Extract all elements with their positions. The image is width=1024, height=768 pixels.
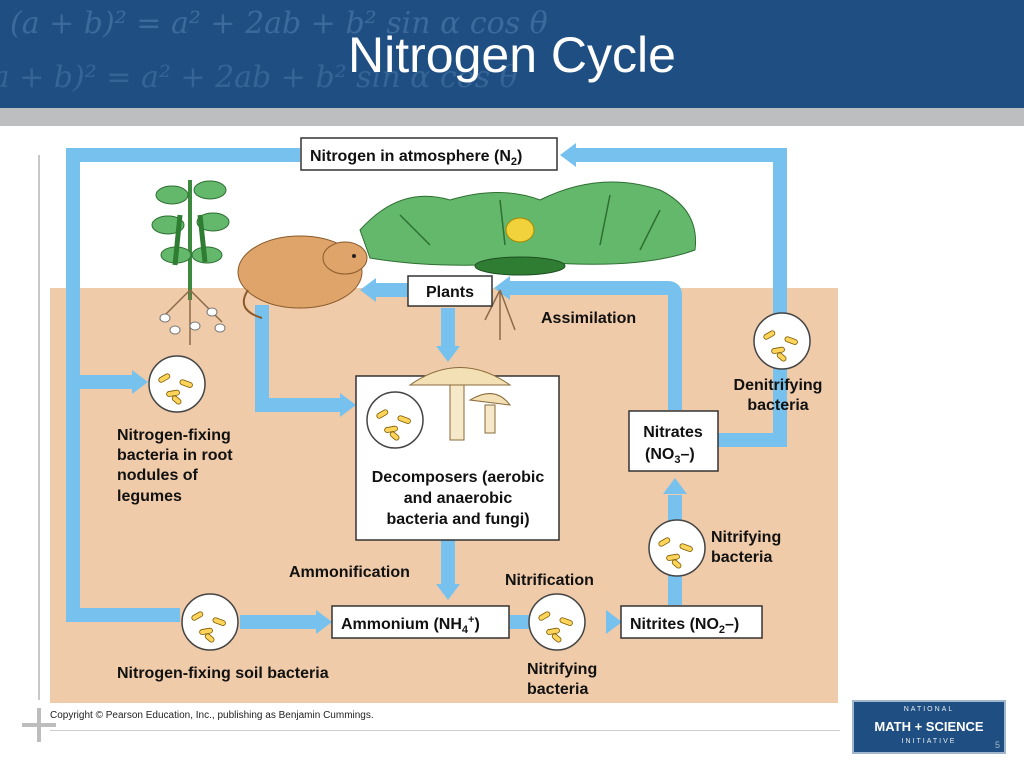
arrowhead-plants [494, 276, 510, 300]
ammonium-box [331, 605, 510, 639]
ammonium-sub: 4 [462, 624, 469, 636]
decomposers-label-1: Decomposers (aerobic [372, 469, 545, 486]
soil-bacteria-icon [181, 593, 239, 651]
left-rule [38, 155, 40, 700]
fixing-soil-label: Nitrogen-fixing soil bacteria [117, 665, 329, 682]
copyright-text: Copyright © Pearson Education, Inc., pub… [50, 710, 374, 721]
plus-ornament [22, 708, 56, 742]
fixing-root-label-1: Nitrogen-fixing [117, 427, 231, 444]
decomposer-bacteria-icon [366, 391, 424, 449]
nitrites-pre: Nitrites (NO [630, 616, 719, 633]
nmsi-logo: NATIONAL MATH + SCIENCE INITIATIVE 5 [852, 700, 1006, 754]
nitrifying-bottom-label-2: bacteria [527, 681, 588, 698]
assimilation-label: Assimilation [541, 310, 636, 327]
nitrifying-right-label-1: Nitrifying [711, 529, 781, 546]
nitrites-post: –) [725, 616, 739, 633]
arrowhead-atmosphere [560, 143, 576, 167]
svg-text:Nitrogen in atmosphere (N2): Nitrogen in atmosphere (N2) [310, 148, 522, 168]
bottom-rule [50, 730, 840, 731]
atmosphere-label: Nitrogen in atmosphere (N [310, 148, 511, 165]
svg-text:Ammonium (NH4+): Ammonium (NH4+) [341, 614, 480, 636]
nitrates-post: –) [680, 446, 694, 463]
arrowhead-ammonium [316, 610, 332, 634]
nitrites-sub: 2 [719, 624, 725, 636]
assimilation-path [510, 281, 682, 410]
arrowhead-root [132, 370, 148, 394]
svg-text:Nitrites (NO2–): Nitrites (NO2–) [630, 616, 739, 636]
decomposers-label-3: bacteria and fungi) [386, 511, 529, 528]
nitrates-label-1: Nitrates [643, 424, 703, 441]
denitrification-path [570, 148, 787, 447]
arrowhead-decomposers-top [436, 346, 460, 362]
header-divider [0, 108, 1024, 126]
slide-number: 5 [994, 740, 1000, 750]
atmosphere-sub: 2 [511, 156, 517, 168]
logo-top-text: NATIONAL [903, 706, 955, 713]
ammonium-pre: Ammonium (NH [341, 616, 462, 633]
denitrifying-label-1: Denitrifying [734, 377, 823, 394]
logo-middle-text: MATH + SCIENCE [874, 719, 984, 734]
plants-label: Plants [426, 284, 474, 301]
denitrifying-bacteria-icon [753, 312, 811, 370]
arrow-heads [132, 143, 687, 634]
fixing-root-label-3: nodules of [117, 467, 199, 484]
svg-text:(NO3–): (NO3–) [645, 446, 695, 466]
squash-plant [359, 181, 697, 340]
legume-plant [151, 180, 230, 345]
background-formula-2: (a + b)² = a² + 2ab + b² sin α cos θ [0, 60, 518, 95]
arrowhead-nitrites [606, 610, 622, 634]
atmosphere-close: ) [517, 148, 522, 165]
background-formula: (a + b)² = a² + 2ab + b² sin α cos θ [10, 6, 548, 41]
cycle-arrows [66, 148, 787, 629]
nitrification-label: Nitrification [505, 572, 594, 589]
mole-to-decomposers [255, 305, 345, 412]
nitrifying-bottom-label-1: Nitrifying [527, 661, 597, 678]
mole-animal [237, 235, 368, 319]
arrowhead-ammonium-down [436, 584, 460, 600]
nitrates-sub: 3 [674, 454, 680, 466]
denitrifying-label-2: bacteria [747, 397, 808, 414]
decomposers-label-2: and anaerobic [404, 490, 513, 507]
atmosphere-box [300, 137, 558, 171]
slide-title: Nitrogen Cycle [348, 27, 676, 83]
ammonium-post: ) [474, 616, 479, 633]
fixing-root-label-4: legumes [117, 488, 182, 505]
fixing-root-label-2: bacteria in root [117, 447, 233, 464]
title-banner: (a + b)² = a² + 2ab + b² sin α cos θ (a … [0, 0, 1024, 108]
plants-box [407, 275, 493, 307]
nitrifying-right-label-2: bacteria [711, 549, 772, 566]
nitrates-pre: (NO [645, 446, 674, 463]
logo-bottom-text: INITIATIVE [901, 738, 957, 745]
nitrites-box [620, 605, 763, 639]
arrowhead-decomposers-left [340, 393, 356, 417]
nitrifying-bottom-bacteria-icon [528, 593, 586, 651]
nitrates-box [628, 410, 719, 472]
arrowhead-nitrates [663, 478, 687, 494]
ammonium-sup: + [468, 614, 474, 626]
ammonification-label: Ammonification [289, 564, 410, 581]
nitrifying-right-bacteria-icon [648, 519, 706, 577]
mushrooms [408, 367, 512, 441]
root-nodule-bacteria-icon [148, 355, 206, 413]
